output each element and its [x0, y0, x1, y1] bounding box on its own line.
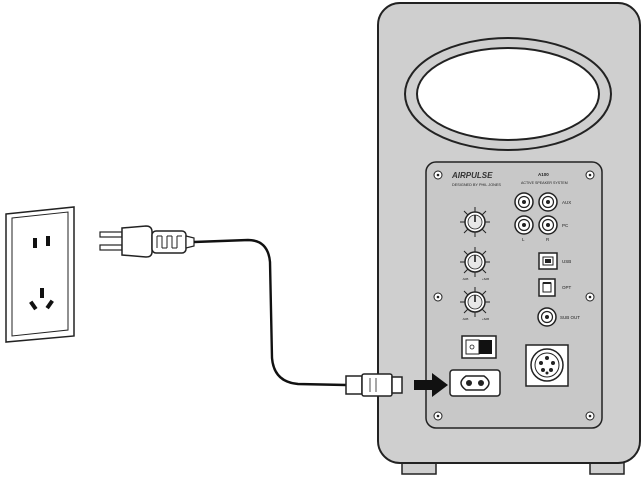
subtitle-text: ACTIVE SPEAKER SYSTEM	[521, 181, 568, 185]
treble-knob-icon: -6dB +6dB	[460, 247, 490, 281]
bass-min-label: -6dB	[462, 317, 468, 321]
sub-out-jack-icon	[537, 307, 557, 327]
outlet-two-pin-socket	[33, 236, 50, 248]
pc-label: PC	[562, 223, 569, 228]
wall-outlet-icon	[5, 206, 75, 343]
usb-label: USB	[562, 259, 571, 264]
power-inlet-socket-icon	[449, 369, 501, 397]
brand-logo: AIRPULSE	[451, 171, 493, 180]
rear-port-icon	[404, 37, 612, 151]
rca-pc-right-jack	[538, 215, 558, 235]
opt-label: OPT	[562, 285, 572, 290]
rca-aux-right-jack	[538, 192, 558, 212]
xlr-connector-icon	[525, 344, 569, 387]
panel-screw-icon	[433, 170, 595, 421]
outlet-three-pin-socket	[29, 288, 54, 311]
power-plug-icon	[99, 225, 195, 258]
figure-8-connector-icon	[345, 373, 403, 397]
optical-port-icon	[538, 278, 556, 297]
model-text: A100	[538, 172, 549, 177]
rca-aux-left-jack	[514, 192, 534, 212]
insert-arrow-icon	[414, 373, 448, 397]
usb-port-icon	[538, 252, 558, 270]
power-switch-icon	[461, 335, 497, 359]
treble-min-label: -6dB	[462, 277, 468, 281]
bass-max-label: +6dB	[482, 317, 489, 321]
treble-max-label: +6dB	[482, 277, 489, 281]
rca-pc-left-jack	[514, 215, 534, 235]
rear-panel: AIRPULSE DESIGNED BY PHIL JONES A100 ACT…	[425, 161, 603, 429]
right-channel-label: R	[546, 237, 550, 242]
volume-knob-icon	[460, 207, 490, 237]
sub-out-label: SUB OUT	[560, 315, 580, 320]
bass-knob-icon: -6dB +6dB	[460, 287, 490, 321]
left-channel-label: L	[522, 237, 525, 242]
aux-label: AUX	[562, 200, 571, 205]
designer-text: DESIGNED BY PHIL JONES	[452, 183, 501, 187]
power-cable-icon	[193, 238, 347, 387]
